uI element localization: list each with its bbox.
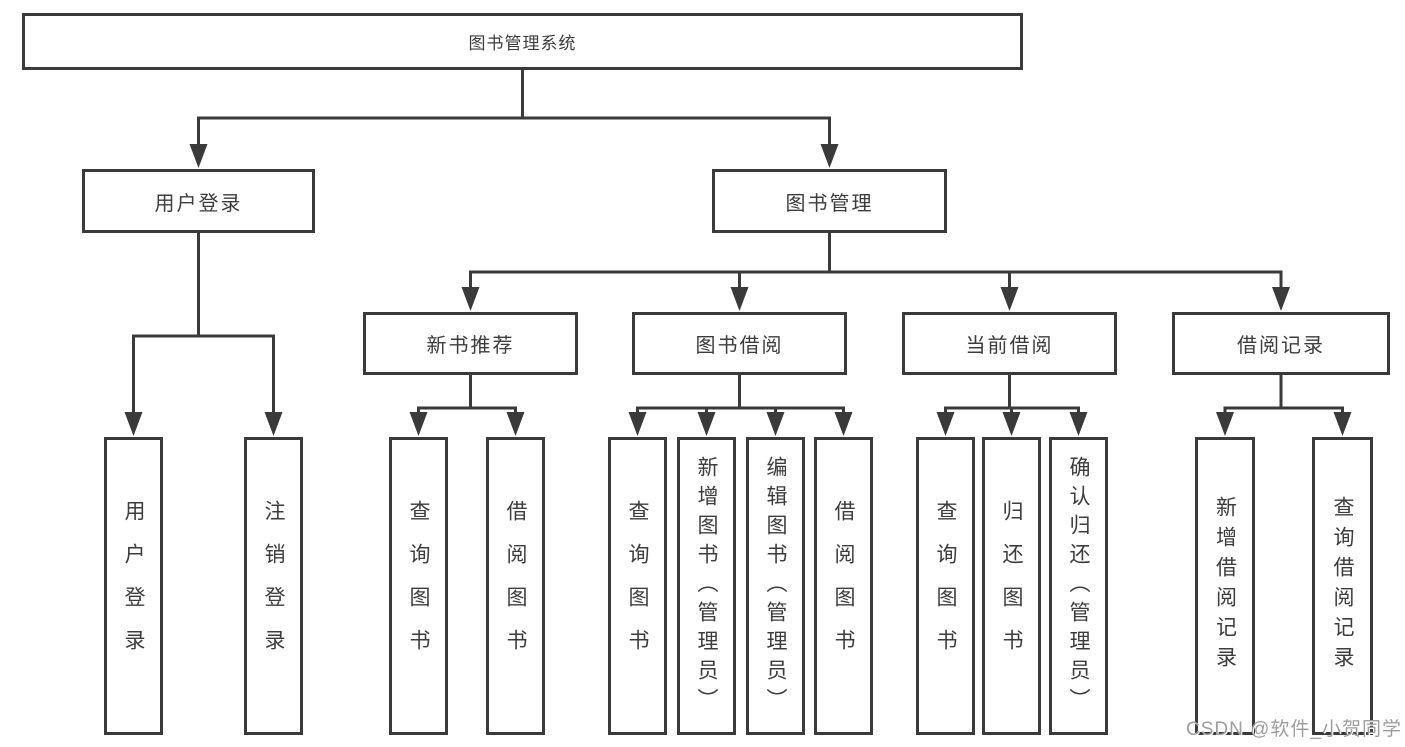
leaf-confirm-return-admin-label: 确认归还（管理员） [1067,455,1090,717]
node-new-book-recommendation-label: 新书推荐 [426,335,515,357]
leaf-query-books-current: 查询图书 [916,437,975,735]
leaf-query-books-current-label: 查询图书 [934,500,957,672]
leaf-logout-login-label: 注销登录 [262,500,285,672]
leaf-borrow-books-borrowing: 借阅图书 [814,437,873,735]
leaf-borrow-books-borrowing-label: 借阅图书 [832,500,855,672]
node-library-system-label: 图书管理系统 [468,34,577,53]
node-current-borrowing: 当前借阅 [902,312,1117,375]
leaf-logout-login: 注销登录 [244,437,303,735]
node-borrowing-records: 借阅记录 [1172,312,1390,375]
node-book-management-label: 图书管理 [785,192,874,215]
node-book-borrowing: 图书借阅 [632,312,847,375]
leaf-return-books-label: 归还图书 [1000,500,1023,672]
leaf-return-books: 归还图书 [982,437,1041,735]
watermark: CSDN @软件_小贺同学 [1186,719,1402,740]
node-book-borrowing-label: 图书借阅 [695,335,784,357]
node-new-book-recommendation: 新书推荐 [363,312,578,375]
leaf-add-borrow-record-label: 新增借阅记录 [1213,496,1237,676]
leaf-confirm-return-admin: 确认归还（管理员） [1049,437,1108,735]
leaf-query-books-recommend-label: 查询图书 [407,500,430,672]
node-user-login-label: 用户登录 [154,192,243,215]
node-borrowing-records-label: 借阅记录 [1237,335,1325,357]
leaf-edit-books-admin: 编辑图书（管理员） [746,437,805,735]
node-library-system: 图书管理系统 [22,13,1023,70]
leaf-edit-books-admin-label: 编辑图书（管理员） [764,455,787,717]
leaf-borrow-books-recommend: 借阅图书 [486,437,545,735]
leaf-user-login: 用户登录 [104,437,163,735]
node-user-login: 用户登录 [82,169,315,233]
node-book-management: 图书管理 [712,169,947,233]
leaf-query-borrow-record: 查询借阅记录 [1312,437,1373,735]
leaf-add-books-admin-label: 新增图书（管理员） [695,455,718,717]
leaf-query-borrow-record-label: 查询借阅记录 [1331,496,1354,676]
leaf-query-books-recommend: 查询图书 [389,437,448,735]
leaf-query-books-borrowing: 查询图书 [608,437,667,735]
leaf-borrow-books-recommend-label: 借阅图书 [504,500,527,672]
node-current-borrowing-label: 当前借阅 [965,335,1054,357]
leaf-query-books-borrowing-label: 查询图书 [626,500,649,672]
leaf-add-borrow-record: 新增借阅记录 [1195,437,1255,735]
leaf-user-login-label: 用户登录 [122,500,145,672]
leaf-add-books-admin: 新增图书（管理员） [677,437,736,735]
